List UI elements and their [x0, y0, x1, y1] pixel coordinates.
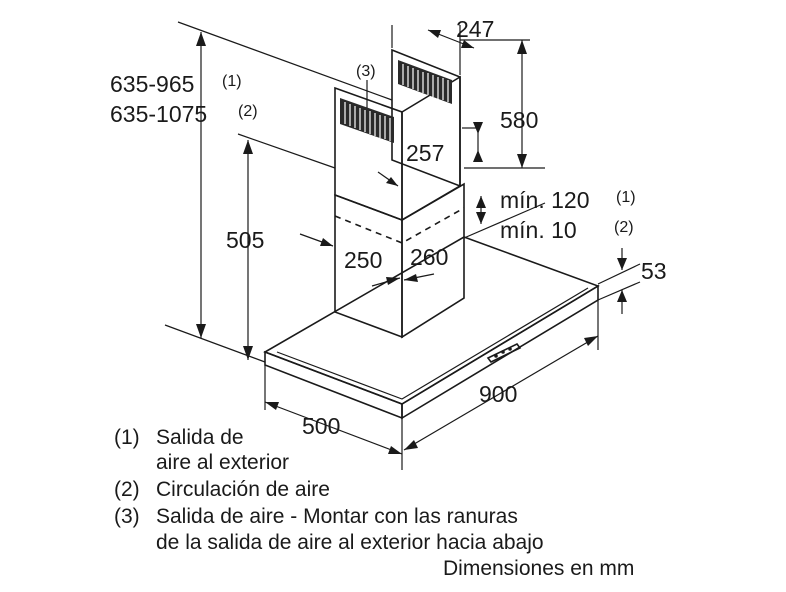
dim-min-gap [476, 196, 486, 224]
label-total-height-2-note: (2) [238, 103, 258, 120]
label-min-10: mín. 10 [500, 217, 577, 243]
label-500: 500 [302, 413, 340, 439]
label-900: 900 [479, 381, 517, 407]
label-total-height-2: 635-1075 [110, 101, 207, 127]
units-note: Dimensiones en mm [443, 557, 634, 580]
label-260: 260 [410, 244, 448, 270]
legend: (1) Salida de aire al exterior (2) Circu… [114, 426, 544, 554]
dim-260 [403, 273, 435, 282]
label-257: 257 [406, 140, 444, 166]
dim-505 [243, 140, 253, 360]
legend-item-3-line-2: de la salida de aire al exterior hacia a… [156, 531, 544, 554]
legend-item-2-line-1: Circulación de aire [156, 478, 330, 501]
label-250: 250 [344, 247, 382, 273]
label-total-height-1-note: (1) [222, 73, 242, 90]
upper-chimney [334, 48, 461, 222]
dim-500 [264, 401, 403, 455]
dim-580 [517, 40, 527, 168]
legend-item-1-line-1: Salida de [156, 426, 244, 449]
legend-item-3-number: (3) [114, 505, 140, 528]
vent-grille-front [340, 98, 394, 143]
label-min-10-note: (2) [614, 219, 634, 236]
label-vent-callout: (3) [356, 63, 376, 80]
dim-900 [403, 335, 599, 451]
control-panel [486, 342, 522, 364]
label-247: 247 [456, 16, 494, 42]
legend-item-3-line-1: Salida de aire - Montar con las ranuras [156, 505, 518, 528]
label-580: 580 [500, 107, 538, 133]
dim-53 [617, 248, 627, 314]
label-min-120-note: (1) [616, 189, 636, 206]
label-min-120: mín. 120 [500, 187, 590, 213]
label-505: 505 [226, 227, 264, 253]
label-total-height-1: 635-965 [110, 71, 194, 97]
legend-item-2-number: (2) [114, 478, 140, 501]
dim-257 [377, 122, 483, 187]
dim-247 [427, 29, 475, 49]
label-53: 53 [641, 258, 667, 284]
legend-item-1-line-2: aire al exterior [156, 451, 289, 474]
vent-grille-back [398, 60, 452, 104]
dim-250 [299, 233, 401, 287]
legend-item-1-number: (1) [114, 426, 140, 449]
extension-lines [164, 21, 641, 470]
dim-total-height [196, 32, 206, 338]
